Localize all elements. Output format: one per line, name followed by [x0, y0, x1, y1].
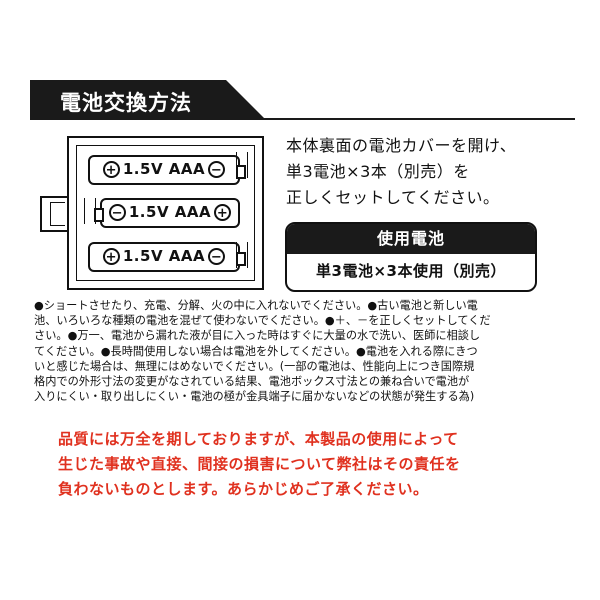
- battery-ridges: [236, 242, 248, 268]
- battery-label: +1.5V AAA−: [90, 247, 238, 265]
- disclaimer-line: 品質には万全を期しておりますが、本製品の使用によって: [58, 430, 459, 448]
- caution-line: いと感じた場合は、無理にはめないでください。(一部の電池は、性能向上につき国際規: [34, 359, 475, 373]
- minus-icon: −: [208, 248, 226, 265]
- section-title: 電池交換方法: [60, 91, 192, 115]
- battery-spec-box: 使用電池 単3電池×3本使用（別売）: [285, 222, 537, 292]
- spec-heading: 使用電池: [287, 224, 535, 254]
- battery-label: +1.5V AAA−: [90, 160, 238, 178]
- battery-spec-text: 1.5V AAA: [122, 247, 206, 265]
- caution-line: 池、いろいろな種類の電池を混ぜて使わないでください。●＋、－を正しくセットしてく…: [34, 314, 491, 328]
- battery-3: +1.5V AAA−: [88, 242, 246, 272]
- caution-line: ●ショートさせたり、充電、分解、火の中に入れないでください。●古い電池と新しい電: [34, 299, 478, 312]
- minus-icon: −: [208, 161, 226, 178]
- compartment-terminal-nub: [50, 202, 65, 226]
- disclaimer-line: 負わないものとします。あらかじめご了承ください。: [58, 480, 429, 498]
- battery-spec-text: 1.5V AAA: [122, 160, 206, 178]
- caution-line: さい。●万一、電池から漏れた液が目に入った時はすぐに大量の水で洗い、医師に相談し: [34, 329, 481, 343]
- spec-value: 単3電池×3本使用（別売）: [316, 262, 506, 280]
- instruction-line: 単3電池×3本（別売）を: [286, 162, 470, 181]
- compartment-inner-frame: [76, 145, 255, 281]
- disclaimer-text: 品質には万全を期しておりますが、本製品の使用によって 生じた事故や直接、間接の損…: [58, 427, 558, 502]
- caution-text: ●ショートさせたり、充電、分解、火の中に入れないでください。●古い電池と新しい電…: [34, 298, 559, 404]
- battery-spec-text: 1.5V AAA: [128, 203, 212, 221]
- section-header: 電池交換方法: [30, 80, 575, 120]
- plus-icon: +: [102, 161, 120, 178]
- battery-2: −1.5V AAA+: [94, 198, 240, 228]
- compartment-terminal-tab: [40, 196, 69, 232]
- instruction-line: 正しくセットしてください。: [286, 188, 500, 207]
- instruction-line: 本体裏面の電池カバーを開け、: [286, 136, 517, 155]
- battery-1: +1.5V AAA−: [88, 155, 246, 185]
- caution-line: てください。●長時間使用しない場合は電池を外してください。●電池を入れる際にきつ: [34, 344, 478, 358]
- disclaimer-line: 生じた事故や直接、間接の損害について弊社はその責任を: [58, 455, 461, 473]
- battery-cap: [236, 165, 246, 179]
- header-rule: [250, 118, 575, 120]
- header-band: [30, 80, 266, 120]
- minus-icon: −: [108, 204, 126, 221]
- plus-icon: +: [102, 248, 120, 265]
- caution-line: 格内での外形寸法の変更がなされている結果、電池ボックス寸法との兼ね合いで電池が: [34, 375, 470, 389]
- battery-label: −1.5V AAA+: [102, 203, 238, 221]
- battery-ridges: [236, 152, 248, 178]
- battery-cap: [236, 252, 246, 266]
- caution-line: 入りにくい・取り出しにくい・電池の極が金具端子に届かないなどの状態が発生する為): [34, 390, 475, 404]
- replacement-instructions: 本体裏面の電池カバーを開け、 単3電池×3本（別売）を 正しくセットしてください…: [286, 133, 586, 211]
- plus-icon: +: [214, 204, 232, 221]
- battery-ridges: [84, 198, 96, 224]
